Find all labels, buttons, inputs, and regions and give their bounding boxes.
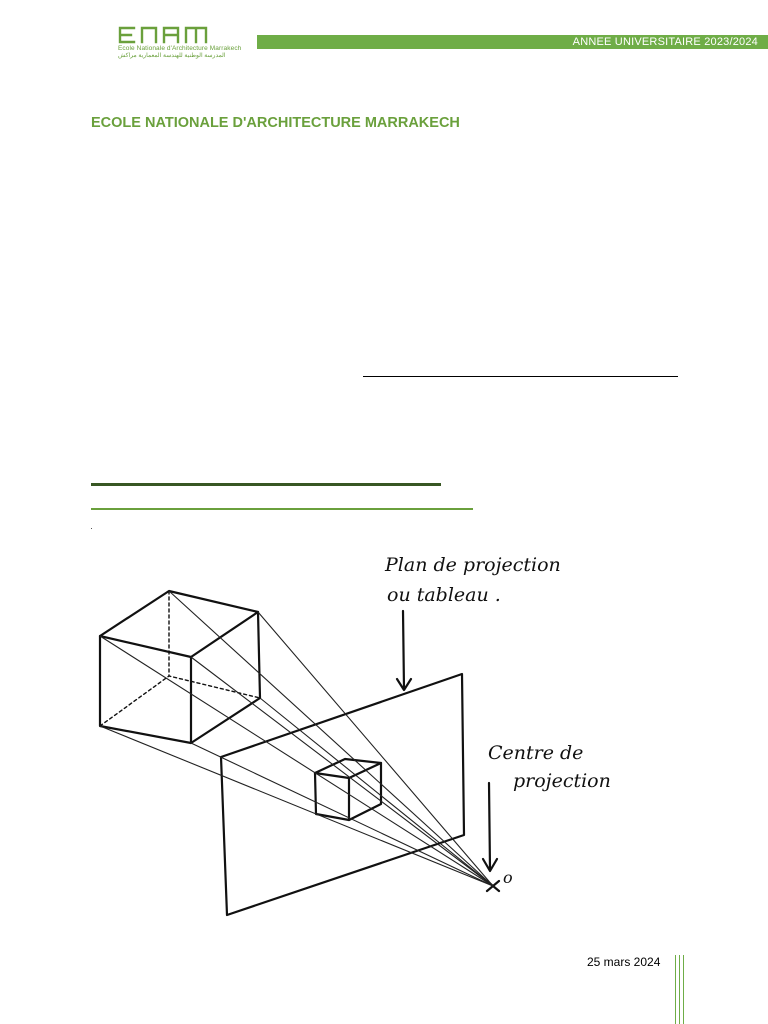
academic-year-text: ANNEE UNIVERSITAIRE 2023/2024 (572, 36, 758, 48)
projection-ray (257, 611, 494, 887)
document-date: 25 mars 2024 (587, 955, 661, 969)
label-plan-line1: Plan de projection (384, 554, 561, 576)
label-center-line1: Centre de (488, 742, 583, 764)
logo-school-name-arabic: المدرسة الوطنية للهندسة المعمارية مراكش (118, 53, 226, 59)
enam-wordmark (118, 26, 208, 44)
projection-ray (168, 590, 494, 887)
subtitle-rule-light (91, 508, 473, 510)
school-title: ECOLE NATIONALE D'ARCHITECTURE MARRAKECH (91, 115, 460, 131)
label-plan-line2: ou tableau . (387, 584, 501, 606)
projection-ray (190, 742, 494, 887)
label-center-point: o (503, 868, 513, 887)
projection-ray (99, 725, 494, 887)
title-rule (363, 376, 678, 377)
logo-school-name: Ecole Nationale d'Architecture Marrakech (118, 45, 242, 52)
subtitle-rule-dark (91, 483, 441, 486)
label-center-line2: projection (513, 770, 611, 792)
text-marker (91, 528, 92, 529)
enam-logo: Ecole Nationale d'Architecture Marrakech… (116, 26, 241, 62)
projection-ray (259, 697, 494, 887)
footer-rule (679, 955, 680, 1024)
projection-ray (99, 635, 494, 887)
academic-year-banner: ANNEE UNIVERSITAIRE 2023/2024 (257, 35, 768, 49)
footer-rule (683, 955, 684, 1024)
projection-ray (190, 656, 494, 887)
footer-rule (675, 955, 676, 1024)
projection-plane (219, 672, 466, 917)
center-arrow (481, 781, 499, 873)
perspective-projection-sketch: Plan de projection ou tableau . Centre d… (91, 531, 681, 923)
plane-arrow (395, 609, 413, 692)
